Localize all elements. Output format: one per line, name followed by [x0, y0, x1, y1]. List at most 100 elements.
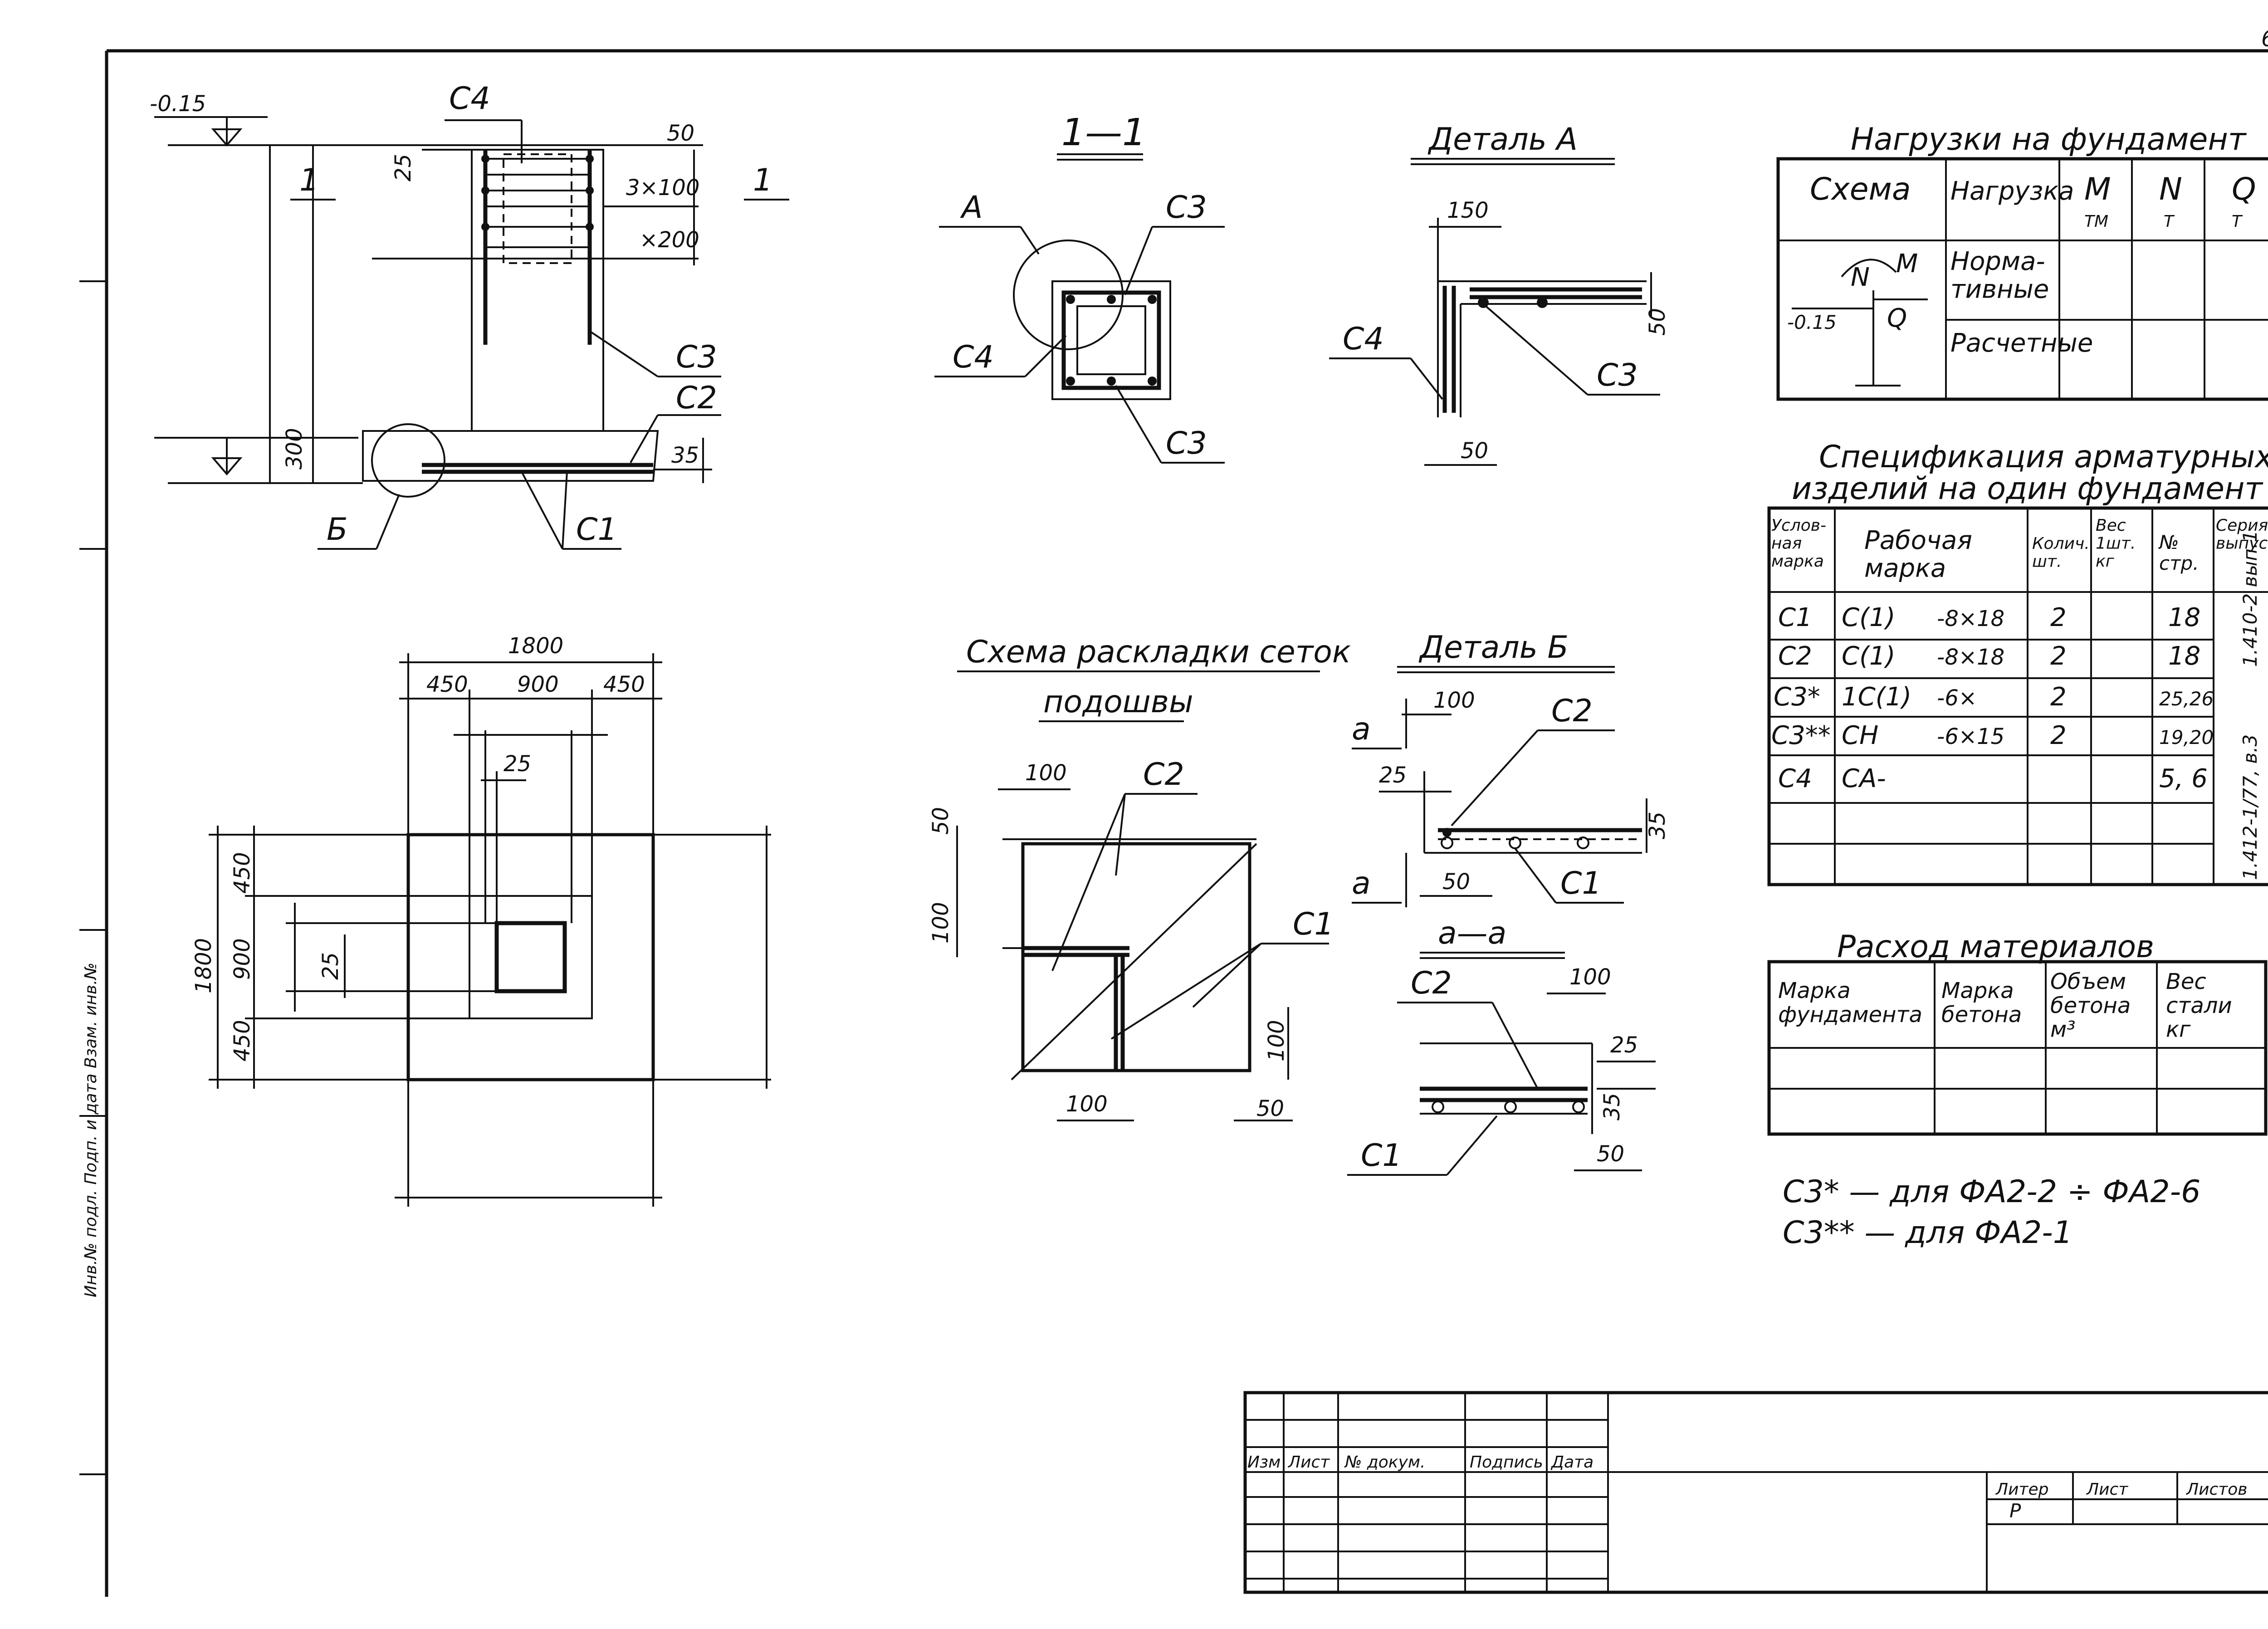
plan-dim-450-top: 450	[230, 852, 255, 894]
tb-col-doc: № докум.	[1344, 1453, 1425, 1472]
plan-dim-1800-top: 1800	[508, 633, 563, 659]
detail-b-label-c1: C1	[1560, 866, 1602, 901]
dim-150-det-a: 150	[1447, 198, 1489, 223]
section-a-a: а—а C2 100 25 35 C1 50	[1347, 915, 1656, 1176]
notes: C3* — для ФА2-2 ÷ ФА2-6 C3** — для ФА2-1	[1783, 1174, 2200, 1251]
section-aa-label-c2: C2	[1411, 965, 1452, 1001]
moment-arrow-icon	[1841, 259, 1897, 278]
plan-view: 1800 450 900 450 25 1800 450 900 450 25	[191, 633, 771, 1207]
spec-row-3-page: 25,26	[2159, 688, 2214, 710]
spec-row-5-mark: C4	[1778, 764, 1812, 793]
label-c4-elev: C4	[449, 81, 490, 117]
tb-col-date: Дата	[1550, 1453, 1593, 1472]
detail-b-dim-35: 35	[1645, 812, 1670, 839]
detail-b: Деталь Б а 100 C2 25 35 а 50 C1	[1352, 630, 1670, 907]
title-block: Изм Лист № докум. Подпись Дата Литер Лис…	[1243, 1391, 2268, 1594]
spec-row-3-qty: 2	[2050, 682, 2067, 712]
footing-outline	[362, 430, 659, 482]
dim-3x100: 3×100	[626, 175, 699, 201]
mesh-title-2: подошвы	[1043, 684, 1193, 720]
plan-dim-450-bottom: 450	[230, 1020, 255, 1062]
label-c4-11: C4	[953, 339, 994, 375]
loads-scheme-level: -0.15	[1787, 311, 1837, 333]
spec-table: Спецификация арматурных изделий на один …	[1767, 439, 2268, 886]
label-b-elev: Б	[327, 512, 348, 548]
detail-b-dim-100: 100	[1433, 688, 1475, 713]
tb-col-sign: Подпись	[1470, 1453, 1543, 1472]
elevation-view: -0.15 1 1 300	[150, 81, 789, 550]
dim-x200: ×200	[640, 227, 699, 253]
loads-scheme-n: N	[1851, 263, 1870, 292]
note-c3-double-star: C3** — для ФА2-1	[1783, 1215, 2072, 1251]
mesh-dim-100-bottom: 100	[1066, 1091, 1108, 1117]
detail-b-label-c2: C2	[1551, 693, 1593, 729]
mesh-title-1: Схема раскладки сеток	[966, 634, 1351, 670]
footing-plan-outline	[406, 833, 655, 1081]
loads-row-design: Расчетные	[1950, 328, 2093, 358]
loads-unit-q: Т	[2232, 212, 2243, 231]
spec-title-1: Спецификация арматурных	[1819, 439, 2268, 475]
sheet-frame: 6 Инв.№ подл. Подп. и дата Взам. инв.№	[79, 26, 2268, 1597]
tb-col-list: Лист	[1287, 1453, 1330, 1472]
spec-header-series: Серия,выпуск	[2216, 516, 2268, 553]
column-outline	[471, 149, 604, 432]
mesh-dim-100-top: 100	[1025, 760, 1067, 786]
mesh-dim-50-left: 50	[928, 807, 953, 835]
detail-b-section-a-bottom: а	[1352, 866, 1371, 901]
sheet-number: 6	[2261, 26, 2268, 52]
label-c1-elev: C1	[576, 512, 617, 548]
section-11-title: 1—1	[1061, 111, 1146, 154]
plan-dim-900: 900	[517, 672, 559, 697]
spec-row-4-qty: 2	[2050, 721, 2067, 750]
loads-unit-m: ТМ	[2084, 212, 2108, 231]
spec-row-5-work: CA-	[1842, 764, 1886, 793]
spec-row-1-size: -8×18	[1937, 606, 2004, 631]
detail-a: Деталь А 150 50 C4 C3 50	[1329, 122, 1670, 466]
spec-title-2: изделий на один фундамент	[1792, 471, 2263, 507]
label-c2-elev: C2	[676, 380, 717, 416]
section-1-1: 1—1 A C3 C4 C3	[934, 111, 1225, 464]
loads-header-q: Q	[2232, 171, 2256, 207]
loads-row-normative: Норма-тивные	[1950, 247, 2049, 304]
section-aa-dim-35: 35	[1599, 1093, 1625, 1120]
plan-dim-25-left: 25	[318, 952, 343, 980]
spec-row-2-size: -8×18	[1937, 645, 2004, 670]
spec-series-b: 1.412-1/77, в.3	[2239, 734, 2261, 880]
section-aa-dim-25: 25	[1610, 1032, 1638, 1058]
spec-row-1-page: 18	[2168, 603, 2200, 632]
plan-dim-1800-left: 1800	[191, 938, 216, 993]
label-c3-elev: C3	[676, 339, 717, 375]
label-c4-det-a: C4	[1343, 321, 1384, 357]
detail-b-dim-25: 25	[1379, 763, 1407, 788]
mesh-dim-100-left: 100	[928, 902, 953, 944]
loads-scheme-m: M	[1896, 249, 1918, 279]
dim-50-det-a-bottom: 50	[1461, 438, 1488, 464]
spec-row-1-mark: C1	[1778, 603, 1812, 632]
section-mark-left: 1	[299, 162, 319, 198]
label-c3-top-11: C3	[1166, 190, 1207, 225]
dim-25-elev: 25	[391, 154, 416, 181]
mesh-dim-100-right: 100	[1264, 1020, 1289, 1062]
detail-b-title: Деталь Б	[1418, 630, 1569, 665]
spec-row-5-page: 5, 6	[2159, 764, 2208, 793]
spec-row-3-work: 1C(1)	[1842, 682, 1911, 712]
plan-dim-900-left: 900	[230, 938, 255, 980]
note-c3-star: C3* — для ФА2-2 ÷ ФА2-6	[1783, 1174, 2200, 1210]
spec-series-a: 1.410-2 вып.1	[2239, 530, 2261, 667]
section-mark-right: 1	[753, 162, 772, 198]
materials-title: Расход материалов	[1837, 929, 2154, 965]
mesh-dim-50-bottom: 50	[1256, 1096, 1284, 1121]
spec-row-1-qty: 2	[2050, 603, 2067, 632]
spec-row-2-qty: 2	[2050, 641, 2067, 671]
section-aa-label-c1: C1	[1361, 1138, 1402, 1174]
spec-row-2-mark: C2	[1778, 641, 1812, 671]
mesh-scheme: Схема раскладки сеток подошвы 100 C2 50 …	[928, 634, 1351, 1121]
loads-unit-n: Т	[2164, 212, 2175, 231]
tb-litera-value: Р	[2009, 1500, 2021, 1522]
